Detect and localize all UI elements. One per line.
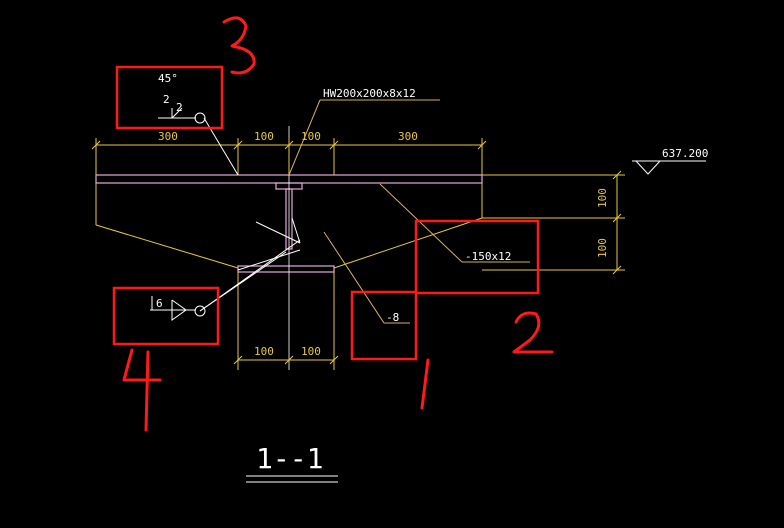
top-dimension-line xyxy=(91,138,487,175)
dim-right-1: 100 xyxy=(596,188,609,208)
elevation-mark xyxy=(632,160,706,175)
dim-top-3: 100 xyxy=(301,130,321,143)
flange-plate-leader xyxy=(379,183,530,263)
markup-number-4 xyxy=(122,348,162,432)
flange-plate-callout: -150x12 xyxy=(465,250,511,263)
weld-leaders xyxy=(199,117,301,312)
dim-top-4: 300 xyxy=(398,130,418,143)
weld-symbol-top xyxy=(158,107,206,124)
dim-bottom-1: 100 xyxy=(254,345,274,358)
markup-box-2 xyxy=(414,219,540,295)
member-leader xyxy=(288,99,440,176)
dim-right-2: 100 xyxy=(596,238,609,258)
rib-callout: -8 xyxy=(386,311,399,324)
markup-box-4 xyxy=(112,286,220,346)
markup-label-2: 2 xyxy=(0,0,1,1)
markup-number-1 xyxy=(420,358,430,410)
member-label: HW200x200x8x12 xyxy=(323,87,416,100)
markup-label-4: 4 xyxy=(0,0,1,1)
weld-size-bottom: 6 xyxy=(156,297,163,310)
markup-boxes xyxy=(112,65,540,361)
bottom-dimension-line xyxy=(233,355,339,365)
weld-angle: 45° xyxy=(158,72,178,85)
weld-size-right: 2 xyxy=(176,101,183,114)
markup-number-3 xyxy=(222,16,256,75)
markup-numbers xyxy=(122,16,554,432)
dim-top-2: 100 xyxy=(254,130,274,143)
beam-bottom-flange xyxy=(237,265,335,273)
markup-number-2 xyxy=(512,311,554,354)
weld-symbol-bottom xyxy=(150,296,206,321)
dim-bottom-2: 100 xyxy=(301,345,321,358)
weld-size-left: 2 xyxy=(163,93,170,106)
right-dimension-line xyxy=(482,170,625,275)
elevation-label: 637.200 xyxy=(662,147,708,160)
rib-leader xyxy=(323,231,410,324)
section-title-underline xyxy=(246,475,338,483)
markup-label-1: 1 xyxy=(0,0,1,1)
markup-box-3 xyxy=(115,65,224,130)
markup-box-1 xyxy=(350,290,418,361)
section-title: 1--1 xyxy=(256,442,323,475)
markup-label-3: 3 xyxy=(0,0,1,1)
dim-top-1: 300 xyxy=(158,130,178,143)
